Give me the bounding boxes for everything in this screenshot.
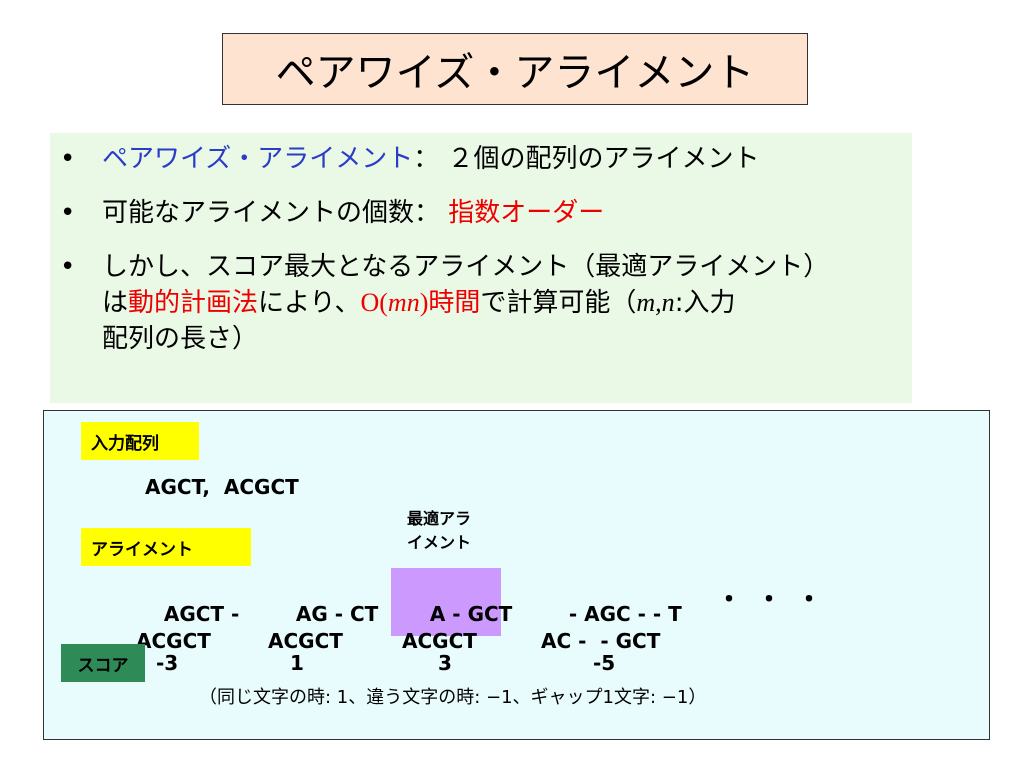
slide-title-text: ペアワイズ・アライメント: [275, 50, 755, 96]
bullets-panel: • ペアワイズ・アライメント： ２個の配列のアライメント • 可能なアライメント…: [50, 133, 912, 403]
score-2: 1: [290, 651, 304, 675]
optimal-alignment-note: 最適アラ イメント: [407, 509, 472, 552]
scoring-rule: （同じ文字の時: 1、違う文字の時: −1、ギャップ1文字: −1）: [199, 687, 707, 708]
colon: ：: [413, 144, 440, 174]
bullet-dot: •: [60, 252, 76, 282]
dynamic-programming: 動的計画法: [128, 288, 259, 318]
input-sequences: AGCT, ACGCT: [145, 475, 299, 499]
count-label: 可能なアライメントの個数：: [102, 198, 441, 228]
bullet-dot: •: [60, 144, 76, 174]
score-4: -5: [593, 651, 616, 675]
time-word: 時間: [428, 288, 481, 318]
pairwise-desc: ２個の配列のアライメント: [447, 144, 760, 174]
score-3: 3: [438, 651, 452, 675]
score-1: -3: [156, 651, 179, 675]
score-label: スコア: [61, 644, 145, 682]
pairwise-term: ペアワイズ・アライメント: [102, 144, 414, 174]
complexity: O(mn): [360, 288, 429, 317]
bullet-3-line-3: 配列の長さ）: [102, 324, 259, 354]
bullet-3-line-1: しかし、スコア最大となるアライメント（最適アライメント）: [102, 252, 830, 282]
example-panel: 入力配列 AGCT, ACGCT 最適アラ イメント アライメント AGCT -…: [43, 410, 990, 740]
alignment-1: AGCT -ACGCT: [136, 602, 240, 653]
alignment-label: アライメント: [81, 528, 251, 566]
input-label: 入力配列: [81, 422, 199, 460]
ellipsis: ・・・: [716, 585, 837, 615]
bullet-3-line-2: は動的計画法により、O(mn)時間で計算可能（m,n:入力: [102, 288, 736, 318]
mn-vars: m,n: [636, 288, 675, 317]
slide-title: ペアワイズ・アライメント: [222, 33, 808, 105]
exponential-order: 指数オーダー: [448, 198, 605, 228]
optimal-highlight: [391, 568, 501, 636]
bullet-dot: •: [60, 198, 76, 228]
